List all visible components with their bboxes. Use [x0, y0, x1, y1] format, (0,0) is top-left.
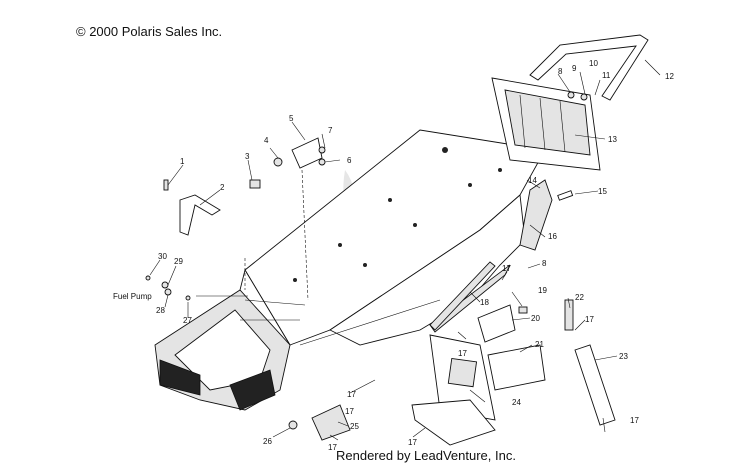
callout-30: 30 — [158, 252, 167, 261]
snowflap-13 — [491, 77, 601, 171]
stiffener-bottom — [411, 399, 496, 446]
callout-20: 20 — [531, 314, 540, 323]
pin-15 — [557, 190, 574, 201]
callout-15: 15 — [598, 187, 607, 196]
callout-25: 25 — [350, 422, 359, 431]
callout-17b: 17 — [458, 349, 467, 358]
fasteners — [145, 91, 588, 430]
bracket-2 — [179, 194, 221, 236]
callouts: 1 2 3 4 5 6 7 8 9 10 11 12 13 14 15 16 1… — [113, 59, 674, 452]
bracket-20 — [477, 304, 516, 343]
callout-8: 8 — [558, 67, 563, 76]
callout-27: 27 — [183, 316, 192, 325]
callout-17g: 17 — [630, 416, 639, 425]
fuel-pump-label: Fuel Pump — [113, 292, 152, 301]
callout-14: 14 — [528, 176, 537, 185]
callout-3: 3 — [245, 152, 250, 161]
callout-19: 19 — [538, 286, 547, 295]
plate-25 — [311, 404, 351, 441]
callout-28: 28 — [156, 306, 165, 315]
bracket-21 — [487, 344, 546, 391]
callout-13: 13 — [608, 135, 617, 144]
brace-23 — [574, 344, 616, 426]
callout-2: 2 — [220, 183, 225, 192]
callout-21: 21 — [535, 340, 544, 349]
callout-29: 29 — [174, 257, 183, 266]
callout-1: 1 — [180, 157, 185, 166]
footer-credit: Rendered by LeadVenture, Inc. — [336, 448, 516, 463]
chassis-tunnel — [154, 129, 546, 411]
callout-17f: 17 — [328, 443, 337, 452]
callout-24: 24 — [512, 398, 521, 407]
plate-24 — [429, 334, 496, 421]
callout-17e: 17 — [408, 438, 417, 447]
callout-18: 18 — [480, 298, 489, 307]
callout-5: 5 — [289, 114, 294, 123]
callout-12: 12 — [665, 72, 674, 81]
callout-4: 4 — [264, 136, 269, 145]
rail-18 — [429, 261, 496, 331]
leader-lines — [149, 59, 661, 441]
grab-bar-12 — [529, 34, 649, 101]
bracket-5 — [291, 137, 323, 169]
callout-11: 11 — [602, 71, 611, 80]
callout-17d: 17 — [347, 390, 356, 399]
callout-26: 26 — [263, 437, 272, 446]
callout-10: 10 — [589, 59, 598, 68]
copyright-text: © 2000 Polaris Sales Inc. — [76, 24, 223, 39]
callout-17h: 17 — [345, 407, 354, 416]
callout-7: 7 — [328, 126, 333, 135]
callout-17: 17 — [502, 264, 511, 273]
callout-6: 6 — [347, 156, 352, 165]
callout-8b: 8 — [542, 259, 547, 268]
callout-23: 23 — [619, 352, 628, 361]
callout-17c: 17 — [585, 315, 594, 324]
callout-16: 16 — [548, 232, 557, 241]
callout-22: 22 — [575, 293, 584, 302]
callout-9: 9 — [572, 64, 577, 73]
rear-bumper-16 — [519, 179, 553, 251]
